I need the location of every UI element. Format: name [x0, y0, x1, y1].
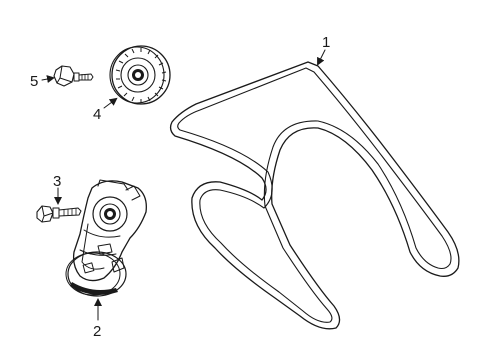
tensioner-bolt	[36, 205, 82, 223]
belt-tensioner	[65, 179, 147, 297]
callout-label-2: 2	[93, 323, 101, 340]
callout-label-3: 3	[53, 173, 61, 190]
leader-4	[103, 97, 118, 109]
callout-label-5: 5	[30, 73, 38, 90]
idler-pulley	[109, 45, 171, 105]
idler-bolt	[53, 65, 94, 87]
callout-label-4: 4	[93, 106, 101, 123]
callout-leaders	[41, 49, 326, 321]
callout-numbers: 1 2 3 4 5	[30, 34, 330, 340]
serpentine-belt	[169, 61, 460, 330]
callout-label-1: 1	[322, 34, 330, 51]
leader-1	[317, 49, 326, 66]
leader-5	[41, 75, 55, 84]
